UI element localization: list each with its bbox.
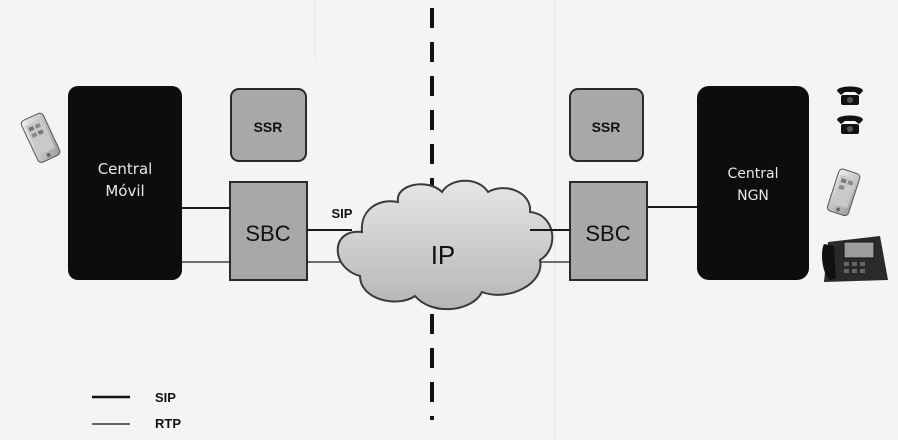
left-sbc-label: SBC (245, 221, 290, 246)
legend-rtp-label: RTP (155, 416, 181, 431)
legend: SIP RTP (92, 390, 181, 431)
left-mobile-phone-icon (20, 112, 61, 163)
right-central-label-line1: Central (728, 166, 779, 182)
background-guides (314, 0, 556, 440)
left-central-box (68, 86, 182, 280)
right-sbc-label: SBC (585, 221, 630, 246)
right-connectors (530, 206, 697, 263)
ip-cloud-label: IP (431, 240, 456, 270)
left-central-label-line1: Central (98, 160, 153, 178)
landline-phone-icon-2 (837, 115, 863, 134)
left-ssr-label: SSR (254, 119, 283, 135)
landline-phone-icon (837, 86, 863, 105)
right-ssr-label: SSR (592, 119, 621, 135)
sip-link-label: SIP (332, 206, 353, 221)
right-mobile-phone-icon (826, 168, 861, 217)
right-sbc-box (569, 181, 648, 281)
ip-cloud (336, 179, 554, 310)
right-ssr-box (569, 88, 644, 162)
left-ssr-box (230, 88, 307, 162)
desk-ip-phone-icon (822, 236, 888, 282)
legend-sip-label: SIP (155, 390, 176, 405)
right-central-box (697, 86, 809, 280)
right-central-label-line2: NGN (737, 188, 769, 204)
left-central-label-line2: Móvil (105, 182, 144, 200)
